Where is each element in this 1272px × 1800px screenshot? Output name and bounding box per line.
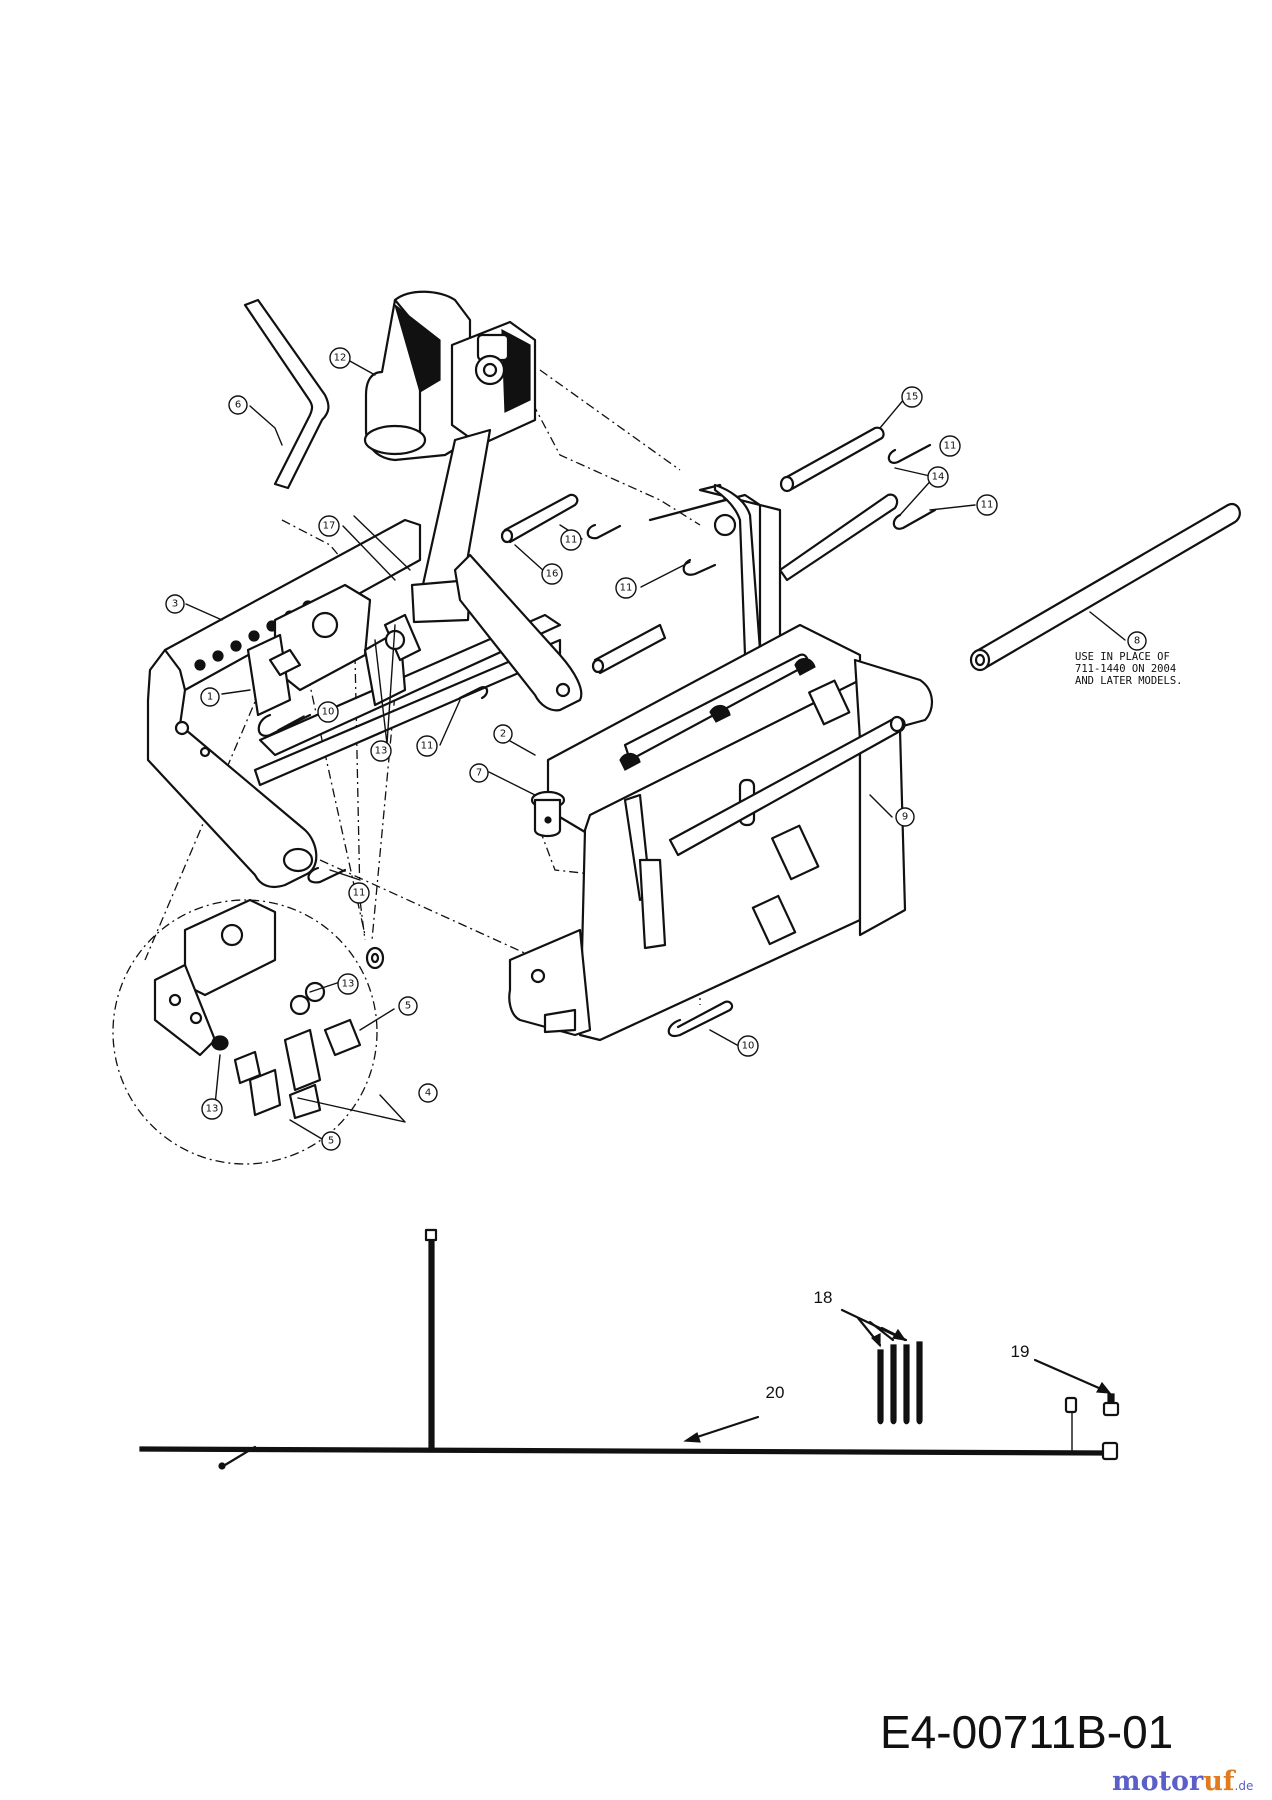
detail-view — [153, 898, 362, 1120]
svg-text:4: 4 — [425, 1088, 431, 1099]
label-18: 18 — [814, 1288, 833, 1307]
handle-rod — [243, 298, 330, 490]
lift-actuator — [363, 290, 537, 624]
diagram-code: E4-00711B-01 — [880, 1706, 1173, 1758]
svg-text:5: 5 — [405, 1001, 411, 1012]
callout-15: 15 — [901, 386, 923, 408]
connector-19 — [1102, 1393, 1120, 1417]
svg-text:8: 8 — [1134, 636, 1140, 647]
washer — [365, 946, 385, 970]
svg-text:5: 5 — [328, 1136, 334, 1147]
clevis-pin — [530, 790, 566, 838]
svg-text:1: 1 — [207, 692, 213, 703]
callout-10b: 10 — [737, 1035, 759, 1057]
callout-4: 4 — [418, 1083, 438, 1103]
cable-ties — [877, 1341, 923, 1425]
hairpin-clips — [257, 443, 937, 1038]
callout-16: 16 — [541, 563, 563, 585]
svg-text:10: 10 — [322, 707, 335, 718]
callout-13c: 13 — [201, 1098, 223, 1120]
svg-text:11: 11 — [353, 888, 366, 899]
callout-11d: 11 — [615, 577, 637, 599]
label-20: 20 — [766, 1383, 785, 1402]
callout-11e: 11 — [416, 735, 438, 757]
callout-11c: 11 — [560, 529, 582, 551]
svg-text:11: 11 — [981, 500, 994, 511]
svg-text:AND LATER MODELS.: AND LATER MODELS. — [1075, 675, 1182, 687]
shafts — [500, 426, 1241, 857]
svg-text:2: 2 — [500, 729, 506, 740]
callout-13b: 13 — [337, 973, 359, 995]
wire-harness — [139, 1228, 1119, 1470]
svg-text:10: 10 — [742, 1041, 755, 1052]
svg-text:motoruf.de: motoruf.de — [1112, 1766, 1253, 1797]
callout-5a: 5 — [398, 996, 418, 1016]
svg-text:3: 3 — [172, 599, 178, 610]
callout-13a: 13 — [370, 740, 392, 762]
svg-text:9: 9 — [902, 812, 908, 823]
svg-text:711-1440 ON 2004: 711-1440 ON 2004 — [1075, 663, 1176, 675]
svg-text:11: 11 — [944, 441, 957, 452]
mount-bracket — [508, 483, 933, 1042]
label-19: 19 — [1011, 1342, 1030, 1361]
svg-text:13: 13 — [206, 1104, 219, 1115]
callout-11a: 11 — [939, 435, 961, 457]
callout-12: 12 — [329, 347, 351, 369]
svg-text:13: 13 — [375, 746, 388, 757]
callout-1: 1 — [200, 687, 220, 707]
callout-10a: 10 — [317, 701, 339, 723]
usage-note: USE IN PLACE OF 711-1440 ON 2004 AND LAT… — [1075, 651, 1182, 687]
callout-11f: 11 — [348, 882, 370, 904]
brand-logo: motoruf.de — [1112, 1766, 1253, 1797]
callout-9: 9 — [895, 807, 915, 827]
callout-8: 8 — [1127, 631, 1147, 651]
svg-text:15: 15 — [906, 392, 919, 403]
callout-5b: 5 — [321, 1131, 341, 1151]
callout-7: 7 — [469, 763, 489, 783]
callout-3: 3 — [165, 594, 185, 614]
harness-arrows — [683, 1308, 1112, 1443]
callout-11b: 11 — [976, 494, 998, 516]
svg-text:11: 11 — [565, 535, 578, 546]
svg-text:7: 7 — [476, 768, 482, 779]
svg-text:11: 11 — [421, 741, 434, 752]
callout-2: 2 — [493, 724, 513, 744]
svg-text:13: 13 — [342, 979, 355, 990]
svg-text:11: 11 — [620, 583, 633, 594]
svg-text:14: 14 — [932, 472, 945, 483]
callout-leaders — [185, 359, 1126, 1140]
callout-17: 17 — [318, 515, 340, 537]
callout-14: 14 — [927, 466, 949, 488]
svg-text:USE IN PLACE OF: USE IN PLACE OF — [1075, 651, 1170, 663]
svg-text:12: 12 — [334, 353, 347, 364]
callout-6: 6 — [228, 395, 248, 415]
svg-text:16: 16 — [546, 569, 559, 580]
svg-text:17: 17 — [323, 521, 336, 532]
svg-text:6: 6 — [235, 400, 241, 411]
